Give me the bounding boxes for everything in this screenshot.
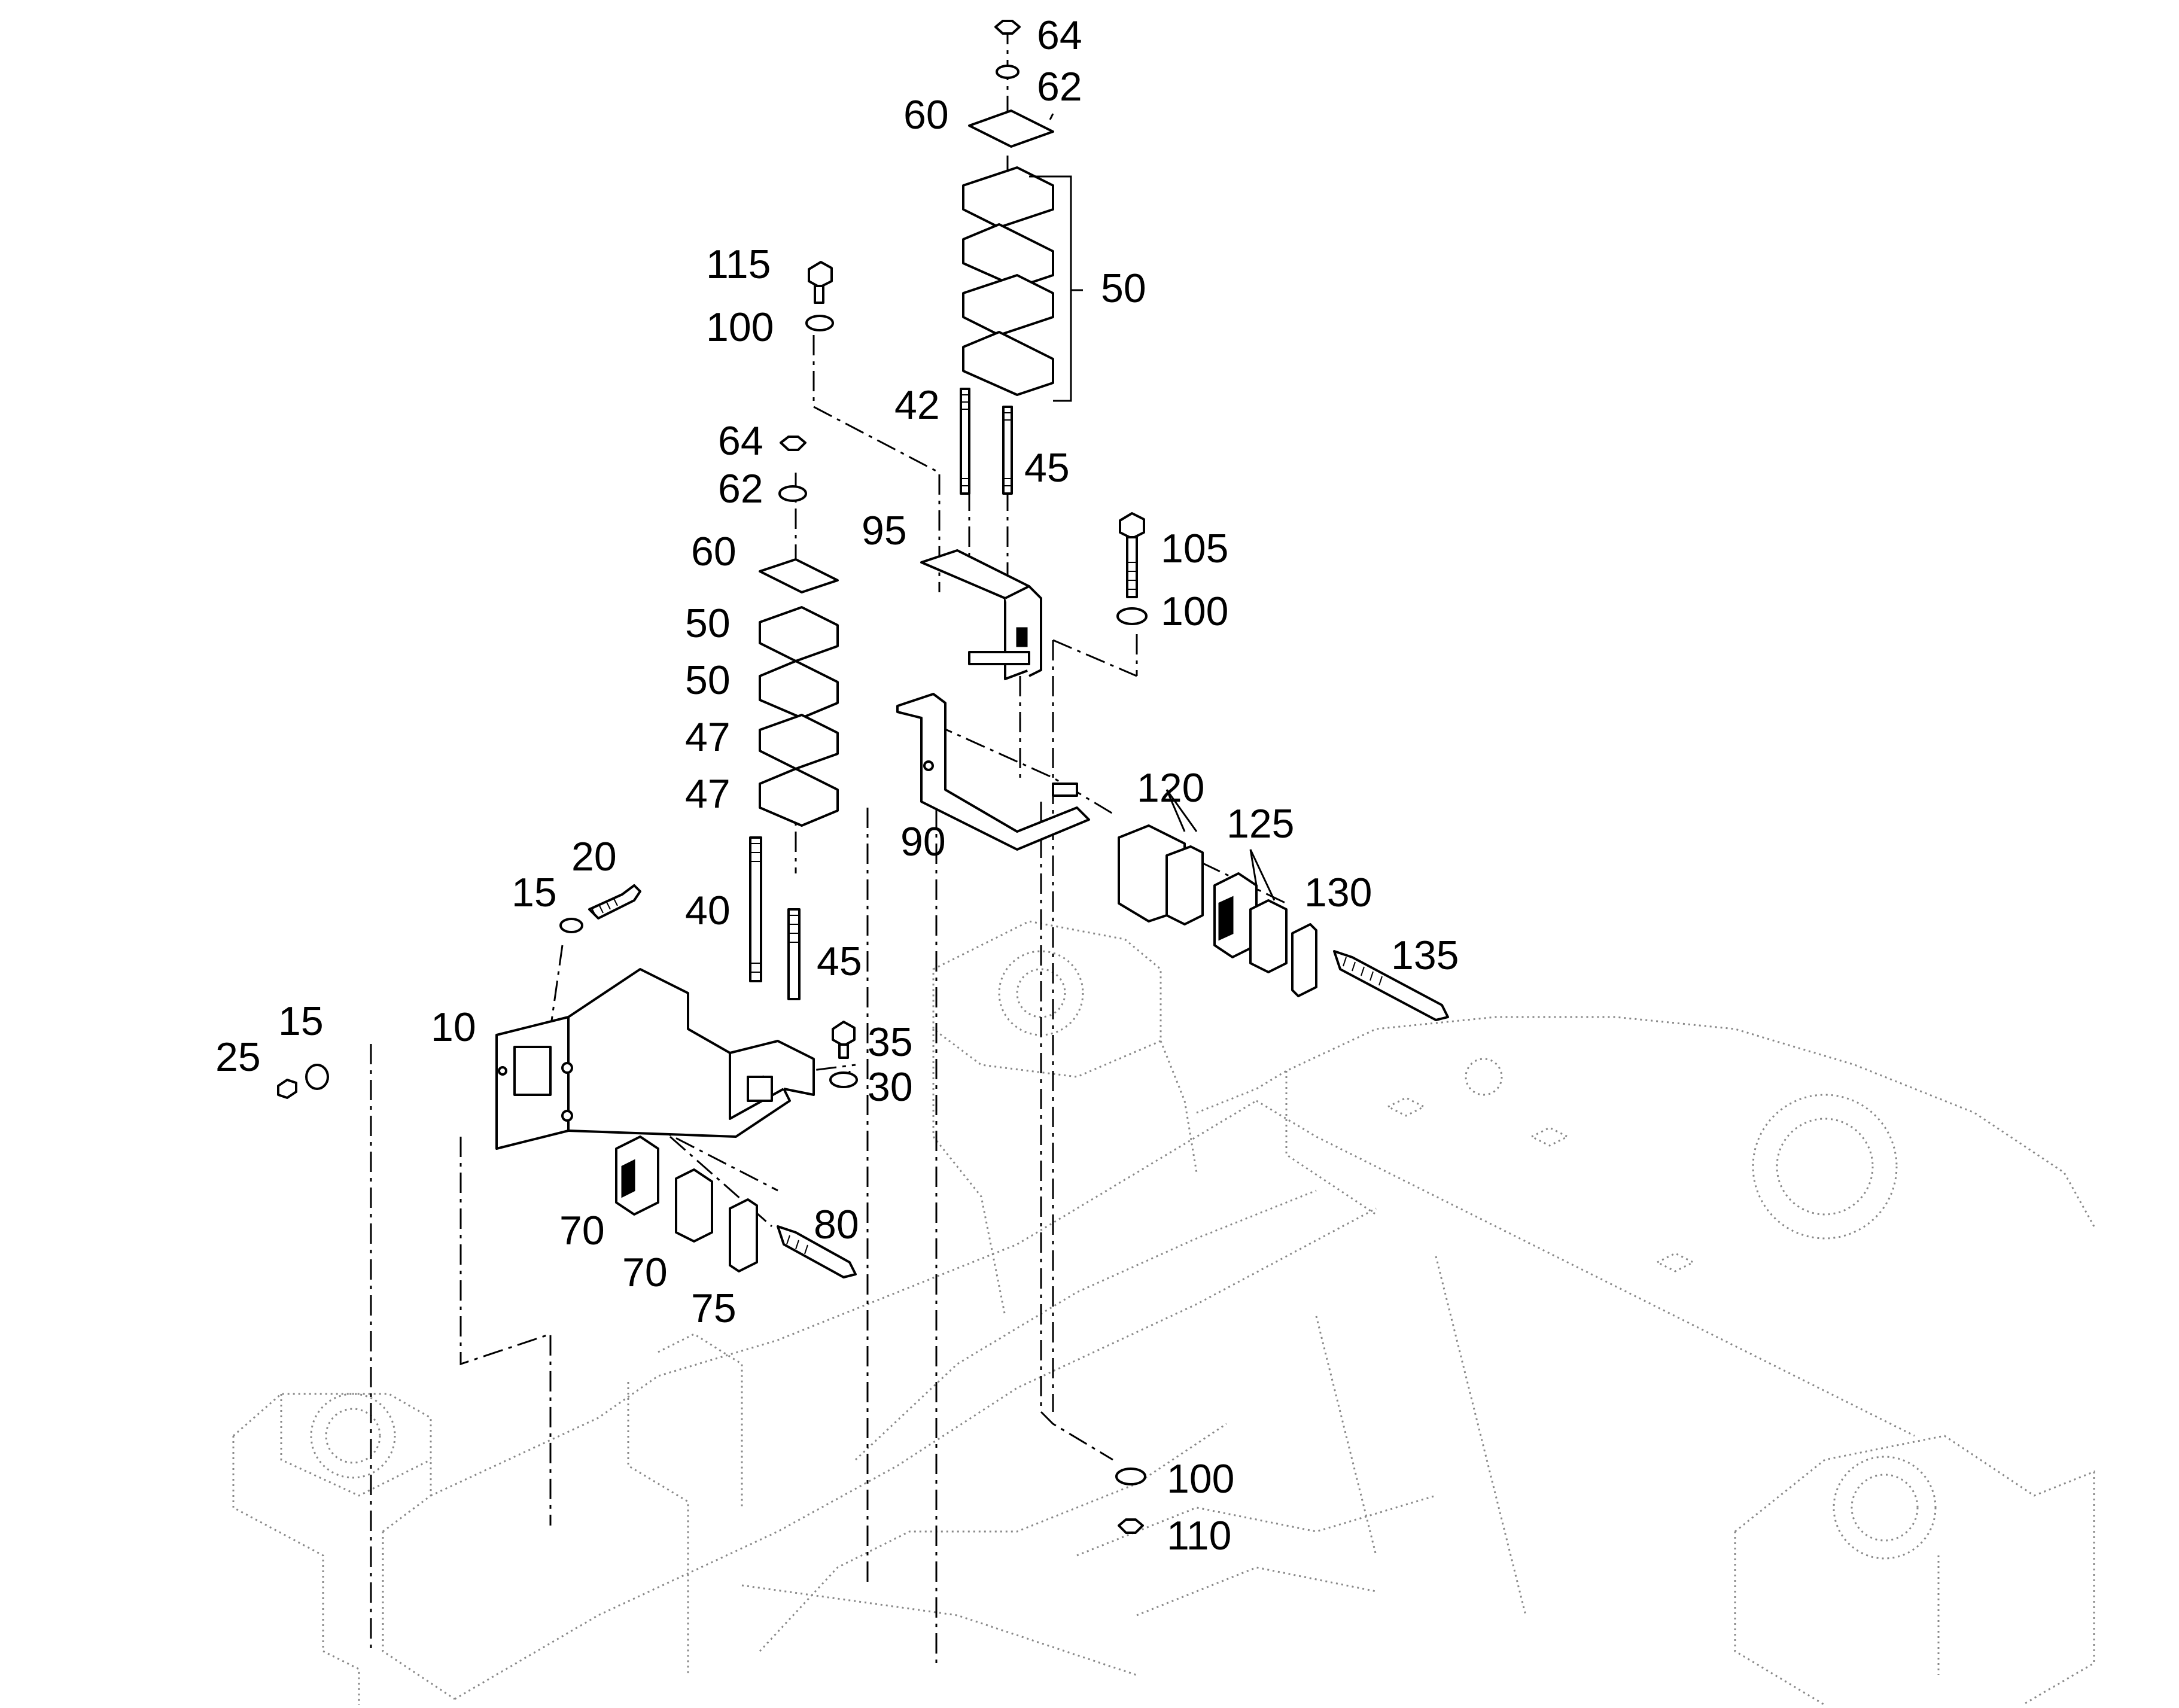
callout-100-bottom: 100 — [1167, 1456, 1234, 1502]
callout-50-group: 50 — [1101, 266, 1146, 311]
chassis-frame — [232, 920, 2095, 1706]
callout-120: 120 — [1137, 765, 1204, 811]
callout-95: 95 — [862, 508, 907, 553]
upper-studs — [960, 388, 1013, 495]
callout-125: 125 — [1227, 801, 1294, 847]
left-fasteners — [277, 884, 641, 1099]
callout-45-upper: 45 — [1024, 445, 1070, 491]
callout-130: 130 — [1304, 870, 1372, 915]
callout-30: 30 — [868, 1064, 913, 1110]
callout-62-top: 62 — [1037, 64, 1082, 109]
fasteners-115-100 — [805, 261, 834, 331]
middle-clamp-stack — [759, 436, 839, 827]
callout-50-a: 50 — [685, 601, 731, 646]
callout-100-upper: 100 — [706, 305, 774, 350]
callout-105: 105 — [1161, 526, 1228, 571]
callout-47-b: 47 — [685, 771, 731, 817]
callout-64-top: 64 — [1037, 13, 1082, 58]
bracket-10 — [495, 968, 815, 1150]
callout-labels: 64 62 60 50 115 100 42 45 64 62 95 105 1… — [215, 13, 1459, 1558]
callout-10: 10 — [431, 1004, 476, 1050]
callout-64-mid: 64 — [718, 418, 763, 464]
callout-45-lower: 45 — [817, 939, 862, 984]
bracket-95 — [920, 549, 1042, 680]
callout-35: 35 — [868, 1019, 913, 1065]
callout-40: 40 — [685, 888, 731, 933]
bracket-90 — [896, 693, 1090, 851]
callout-100-right: 100 — [1161, 589, 1228, 634]
lower-studs — [749, 836, 801, 1000]
callout-15-upper: 15 — [512, 870, 557, 915]
callout-80: 80 — [814, 1202, 859, 1247]
callout-25: 25 — [215, 1034, 261, 1080]
right-clamp-set — [1118, 824, 1449, 1021]
callout-115: 115 — [706, 242, 771, 287]
callout-62-mid: 62 — [718, 466, 763, 512]
callout-110: 110 — [1167, 1513, 1231, 1558]
fasteners-105-100 — [1116, 512, 1148, 625]
callout-20: 20 — [571, 834, 617, 879]
callout-70-a: 70 — [559, 1208, 605, 1253]
fasteners-100-110-bottom — [1115, 1468, 1146, 1534]
assembly-axes — [370, 24, 1287, 1663]
fasteners-35-30 — [829, 1021, 858, 1088]
upper-clamp-stack — [962, 20, 1083, 402]
callout-60-top: 60 — [903, 92, 949, 138]
callout-47-a: 47 — [685, 714, 731, 760]
callout-75: 75 — [691, 1286, 737, 1331]
lower-clamp-set — [615, 1135, 857, 1278]
callout-50-b: 50 — [685, 657, 731, 703]
callout-15-left: 15 — [278, 998, 324, 1044]
callout-42: 42 — [894, 382, 940, 428]
leader-lines — [1049, 113, 1276, 901]
callout-60-mid: 60 — [691, 529, 737, 574]
callout-90: 90 — [900, 819, 946, 864]
callout-135: 135 — [1391, 933, 1459, 978]
callout-70-b: 70 — [622, 1250, 668, 1295]
